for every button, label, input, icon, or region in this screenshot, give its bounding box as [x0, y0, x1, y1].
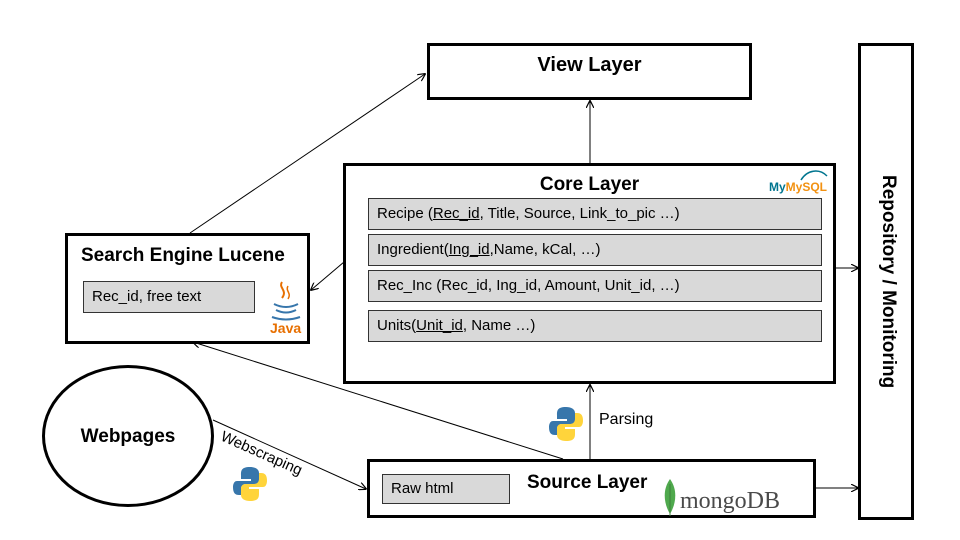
arrow-source-to-search	[193, 342, 564, 460]
table-row-recipe: Recipe (Rec_id, Title, Source, Link_to_p…	[368, 198, 822, 230]
webpages-title: Webpages	[80, 426, 176, 447]
arrow-webpages-to-source	[212, 419, 366, 489]
python-icon-webscraping	[231, 465, 269, 503]
mongodb-logo-text: mongoDB	[680, 488, 781, 514]
python-logo-icon	[233, 467, 267, 501]
search-engine-title: Search Engine Lucene	[81, 245, 285, 266]
view-layer-title: View Layer	[537, 54, 642, 76]
java-logo-text: Java	[270, 320, 302, 336]
core-layer-box: Core Layer MyMySQL Recipe (Rec_id, Title…	[343, 163, 836, 384]
search-engine-field: Rec_id, free text	[83, 281, 255, 313]
edge-label-parsing: Parsing	[599, 411, 654, 428]
search-engine-box: Search Engine Lucene Rec_id, free text J…	[65, 233, 310, 344]
webpages-node: Webpages	[42, 365, 214, 507]
source-layer-title: Source Layer	[527, 472, 648, 493]
view-layer-box: View Layer	[427, 43, 752, 100]
arrow-core-to-search	[311, 261, 345, 290]
coffee-cup-icon	[271, 281, 301, 321]
table-row-rec-inc: Rec_Inc (Rec_id, Ing_id, Amount, Unit_id…	[368, 270, 822, 302]
source-layer-box: Raw html Source Layer mongoDB	[367, 459, 816, 518]
leaf-icon	[664, 479, 676, 516]
arrow-search-to-view	[189, 74, 425, 234]
source-layer-field: Raw html	[382, 474, 510, 504]
core-layer-title: Core Layer	[539, 174, 640, 195]
mysql-logo-text: MySQL	[785, 180, 827, 194]
python-logo-icon	[549, 407, 583, 441]
mongodb-logo: mongoDB	[662, 478, 812, 518]
table-row-ingredient: Ingredient(Ing_id,Name, kCal, …)	[368, 234, 822, 266]
repository-box: Repository / Monitoring	[858, 43, 914, 520]
repository-title: Repository / Monitoring	[878, 174, 899, 389]
dolphin-icon	[800, 170, 828, 181]
python-icon-parsing	[547, 405, 585, 443]
table-row-units: Units(Unit_id, Name …)	[368, 310, 822, 342]
mysql-logo: MyMySQL	[769, 170, 828, 194]
java-logo: Java	[266, 280, 306, 340]
